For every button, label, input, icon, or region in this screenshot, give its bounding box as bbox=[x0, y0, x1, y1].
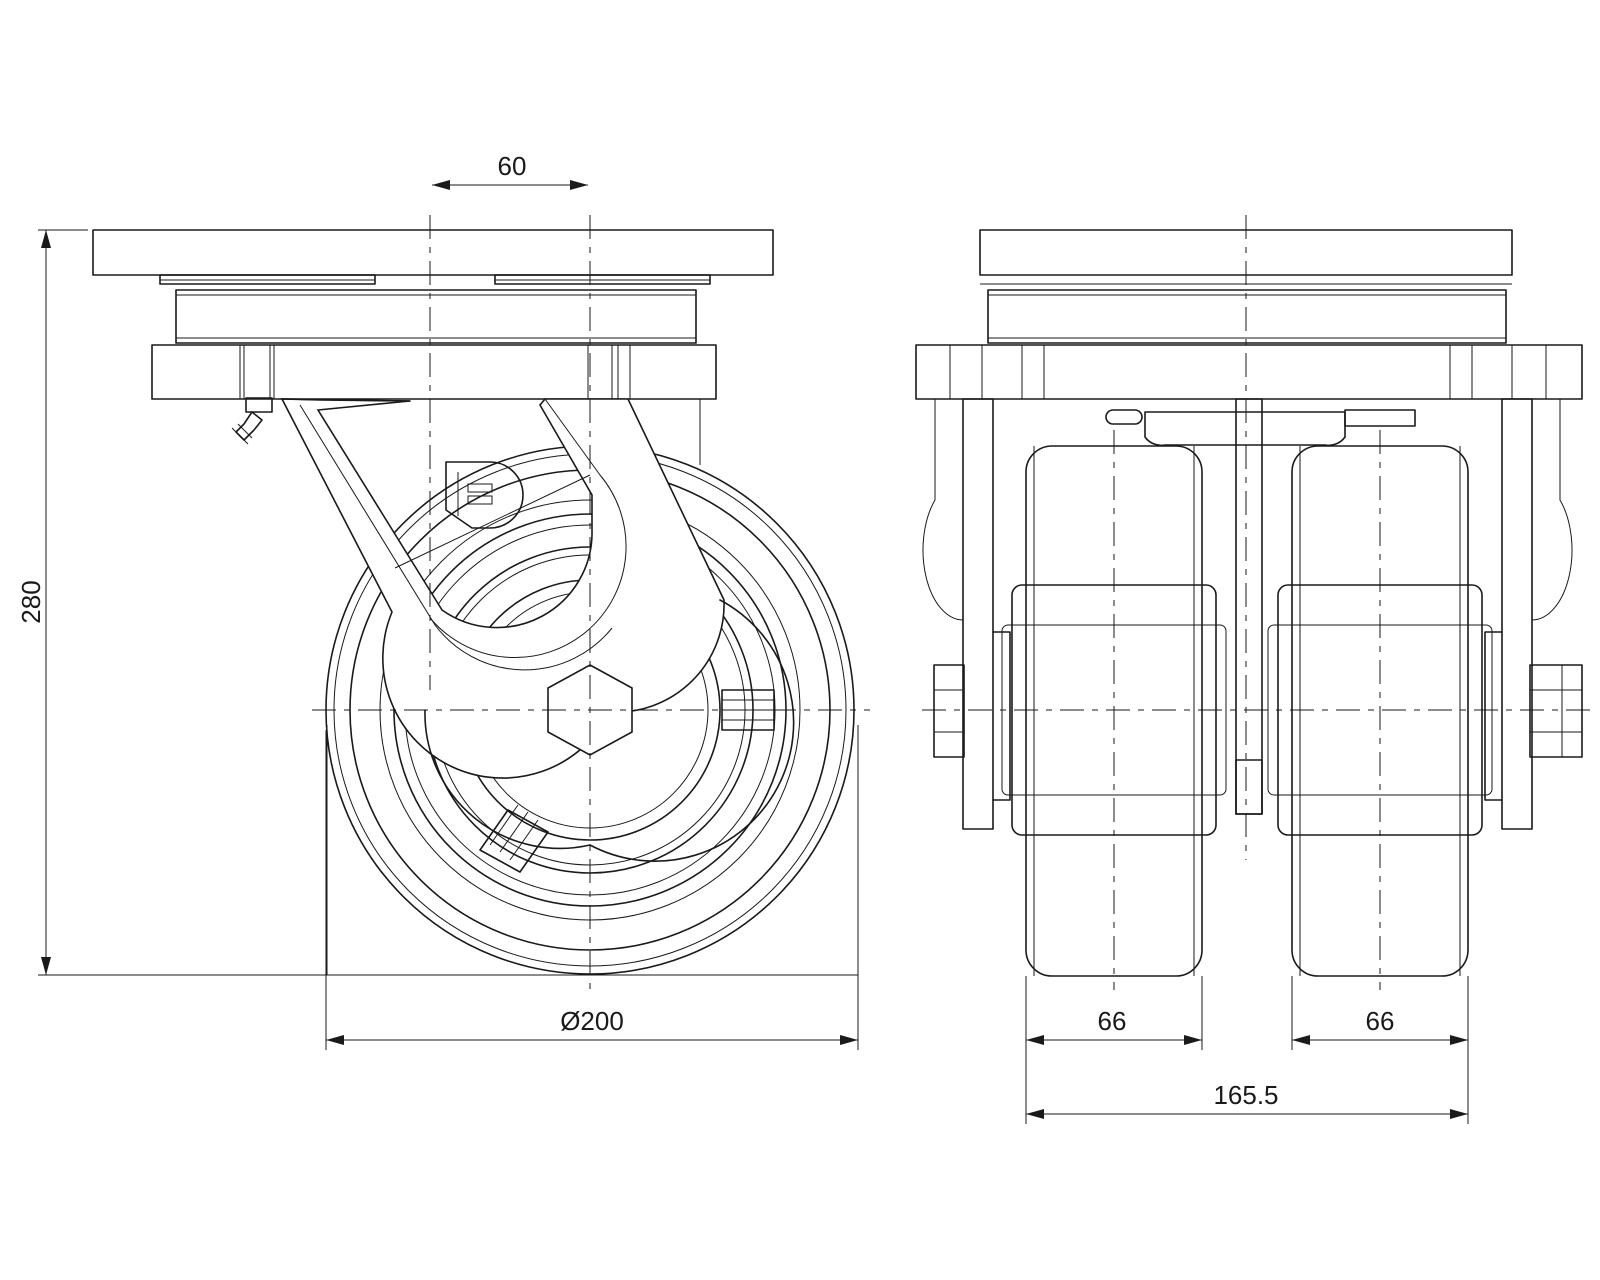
top-plate bbox=[92, 229, 774, 276]
dim-height-label: 280 bbox=[16, 580, 46, 623]
swivel-ring-front bbox=[987, 289, 1507, 344]
dim-offset-label: 60 bbox=[498, 151, 527, 181]
lower-plate bbox=[151, 344, 717, 400]
dim-overall-width-label: 165.5 bbox=[1213, 1080, 1278, 1110]
central-bracket bbox=[1105, 398, 1416, 815]
lower-plate-front bbox=[915, 344, 1583, 400]
side-view bbox=[92, 215, 870, 990]
dim-wheel-width-right-label: 66 bbox=[1366, 1006, 1395, 1036]
fork-arm bbox=[280, 398, 795, 862]
dim-wheel-diameter-label: Ø200 bbox=[560, 1006, 624, 1036]
axle-nut-right-icon bbox=[1529, 664, 1583, 758]
grease-nipple-icon bbox=[231, 397, 273, 445]
fork-leg-right bbox=[1484, 398, 1573, 830]
brand-logo-icon bbox=[445, 461, 524, 529]
fork-leg-left bbox=[922, 398, 1011, 830]
swivel-ring bbox=[175, 289, 697, 344]
axle-nut-left-icon bbox=[933, 664, 965, 758]
dimension-lines bbox=[38, 180, 1469, 1124]
axle-spacer-left bbox=[479, 804, 549, 873]
dim-wheel-width-left-label: 66 bbox=[1098, 1006, 1127, 1036]
front-view bbox=[915, 215, 1592, 990]
